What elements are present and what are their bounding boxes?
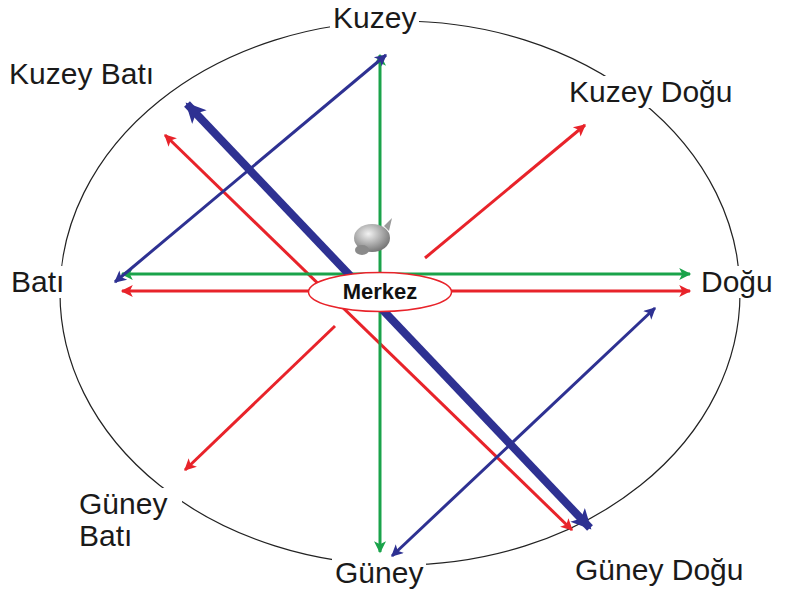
green-arrow	[379, 290, 382, 552]
blue-arrow	[392, 308, 655, 556]
center-ellipse: Merkez	[307, 271, 453, 313]
center-label: Merkez	[343, 279, 418, 305]
direction-label: Güney Doğu	[572, 554, 746, 586]
outer-circle	[60, 21, 740, 565]
direction-label: Güney	[332, 557, 426, 589]
red-arrow	[165, 135, 572, 530]
direction-label: Kuzey Batı	[6, 58, 157, 90]
red-arrow	[425, 125, 585, 258]
green-arrow	[380, 273, 690, 276]
direction-label: Kuzey	[330, 2, 419, 34]
direction-label: Güney Batı	[76, 488, 182, 551]
direction-label: Kuzey Doğu	[566, 76, 735, 108]
red-arrow	[185, 326, 335, 470]
pig-figure	[354, 218, 392, 255]
green-arrow	[379, 55, 382, 290]
direction-label: Batı	[8, 266, 67, 298]
blue-thick-arrow	[187, 104, 590, 528]
direction-label: Doğu	[698, 266, 776, 298]
